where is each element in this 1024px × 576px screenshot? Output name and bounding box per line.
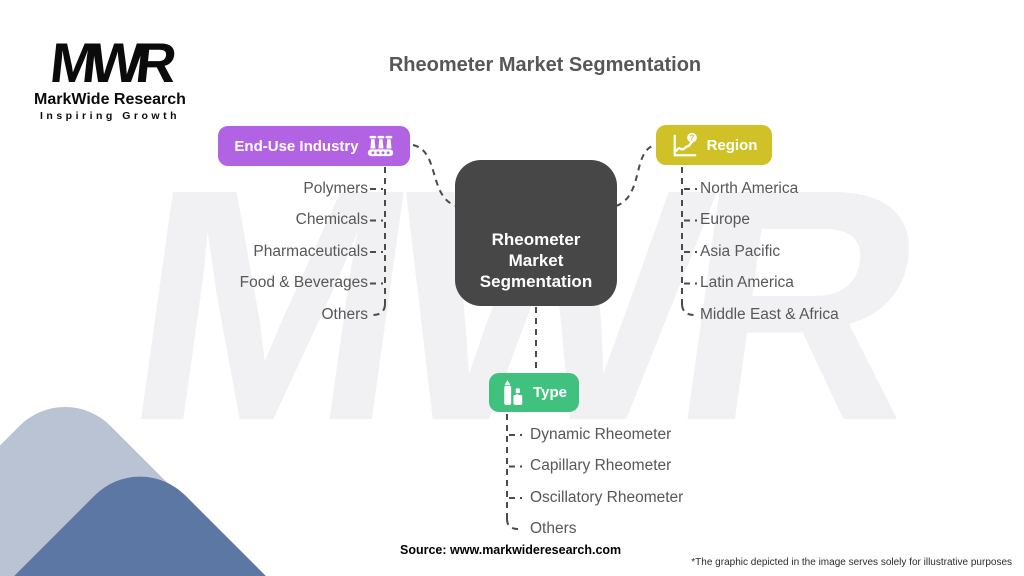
factory-tubes-icon: [367, 135, 393, 157]
svg-text:?: ?: [689, 133, 694, 142]
connector-center-to-region: [615, 144, 656, 207]
bottles-icon: [504, 379, 523, 405]
region-item: North America: [700, 180, 799, 197]
badge-end-use-industry: End-Use Industry: [218, 126, 410, 166]
type-stubs: [509, 434, 522, 499]
enduse-trunk: [372, 167, 386, 316]
type-item: Dynamic Rheometer: [530, 426, 672, 443]
center-node: Rheometer Market Segmentation: [455, 160, 617, 306]
logo-name: MarkWide Research: [34, 91, 186, 109]
end-use-item: Polymers: [303, 180, 368, 197]
region-item: Middle East & Africa: [700, 306, 839, 323]
region-stubs: [684, 188, 697, 285]
end-use-item: Others: [321, 306, 368, 323]
type-trunk: [506, 414, 519, 530]
region-trunk: [681, 167, 695, 316]
connector-enduse-to-center: [412, 144, 457, 207]
page-title: Rheometer Market Segmentation: [388, 54, 702, 76]
enduse-stubs: [370, 188, 383, 285]
badge-type: Type: [489, 373, 579, 412]
region-item: Latin America: [700, 274, 794, 291]
chart-question-icon: ?: [673, 132, 697, 156]
end-use-item: Chemicals: [295, 211, 368, 228]
type-item: Capillary Rheometer: [530, 457, 672, 474]
markwide-logo: MWR MarkWide Research Inspiring Growth: [28, 31, 192, 123]
type-item: Oscillatory Rheometer: [530, 489, 684, 506]
end-use-item: Food & Beverages: [239, 274, 368, 291]
badge-region: ? Region: [656, 125, 772, 165]
region-item: Asia Pacific: [700, 243, 781, 260]
logo-tagline: Inspiring Growth: [40, 110, 180, 123]
end-use-item: Pharmaceuticals: [253, 243, 368, 260]
disclaimer-text: *The graphic depicted in the image serve…: [691, 557, 1012, 568]
center-node-label: Rheometer Market Segmentation: [479, 230, 593, 291]
badge-region-label: Region: [706, 136, 758, 154]
mwr-logo-icon: MWR: [47, 31, 173, 94]
badge-type-label: Type: [533, 384, 567, 401]
type-item: Others: [530, 520, 577, 537]
badge-end-use-industry-label: End-Use Industry: [234, 137, 359, 155]
region-item: Europe: [700, 211, 750, 228]
source-text: Source: www.markwideresearch.com: [400, 543, 622, 557]
